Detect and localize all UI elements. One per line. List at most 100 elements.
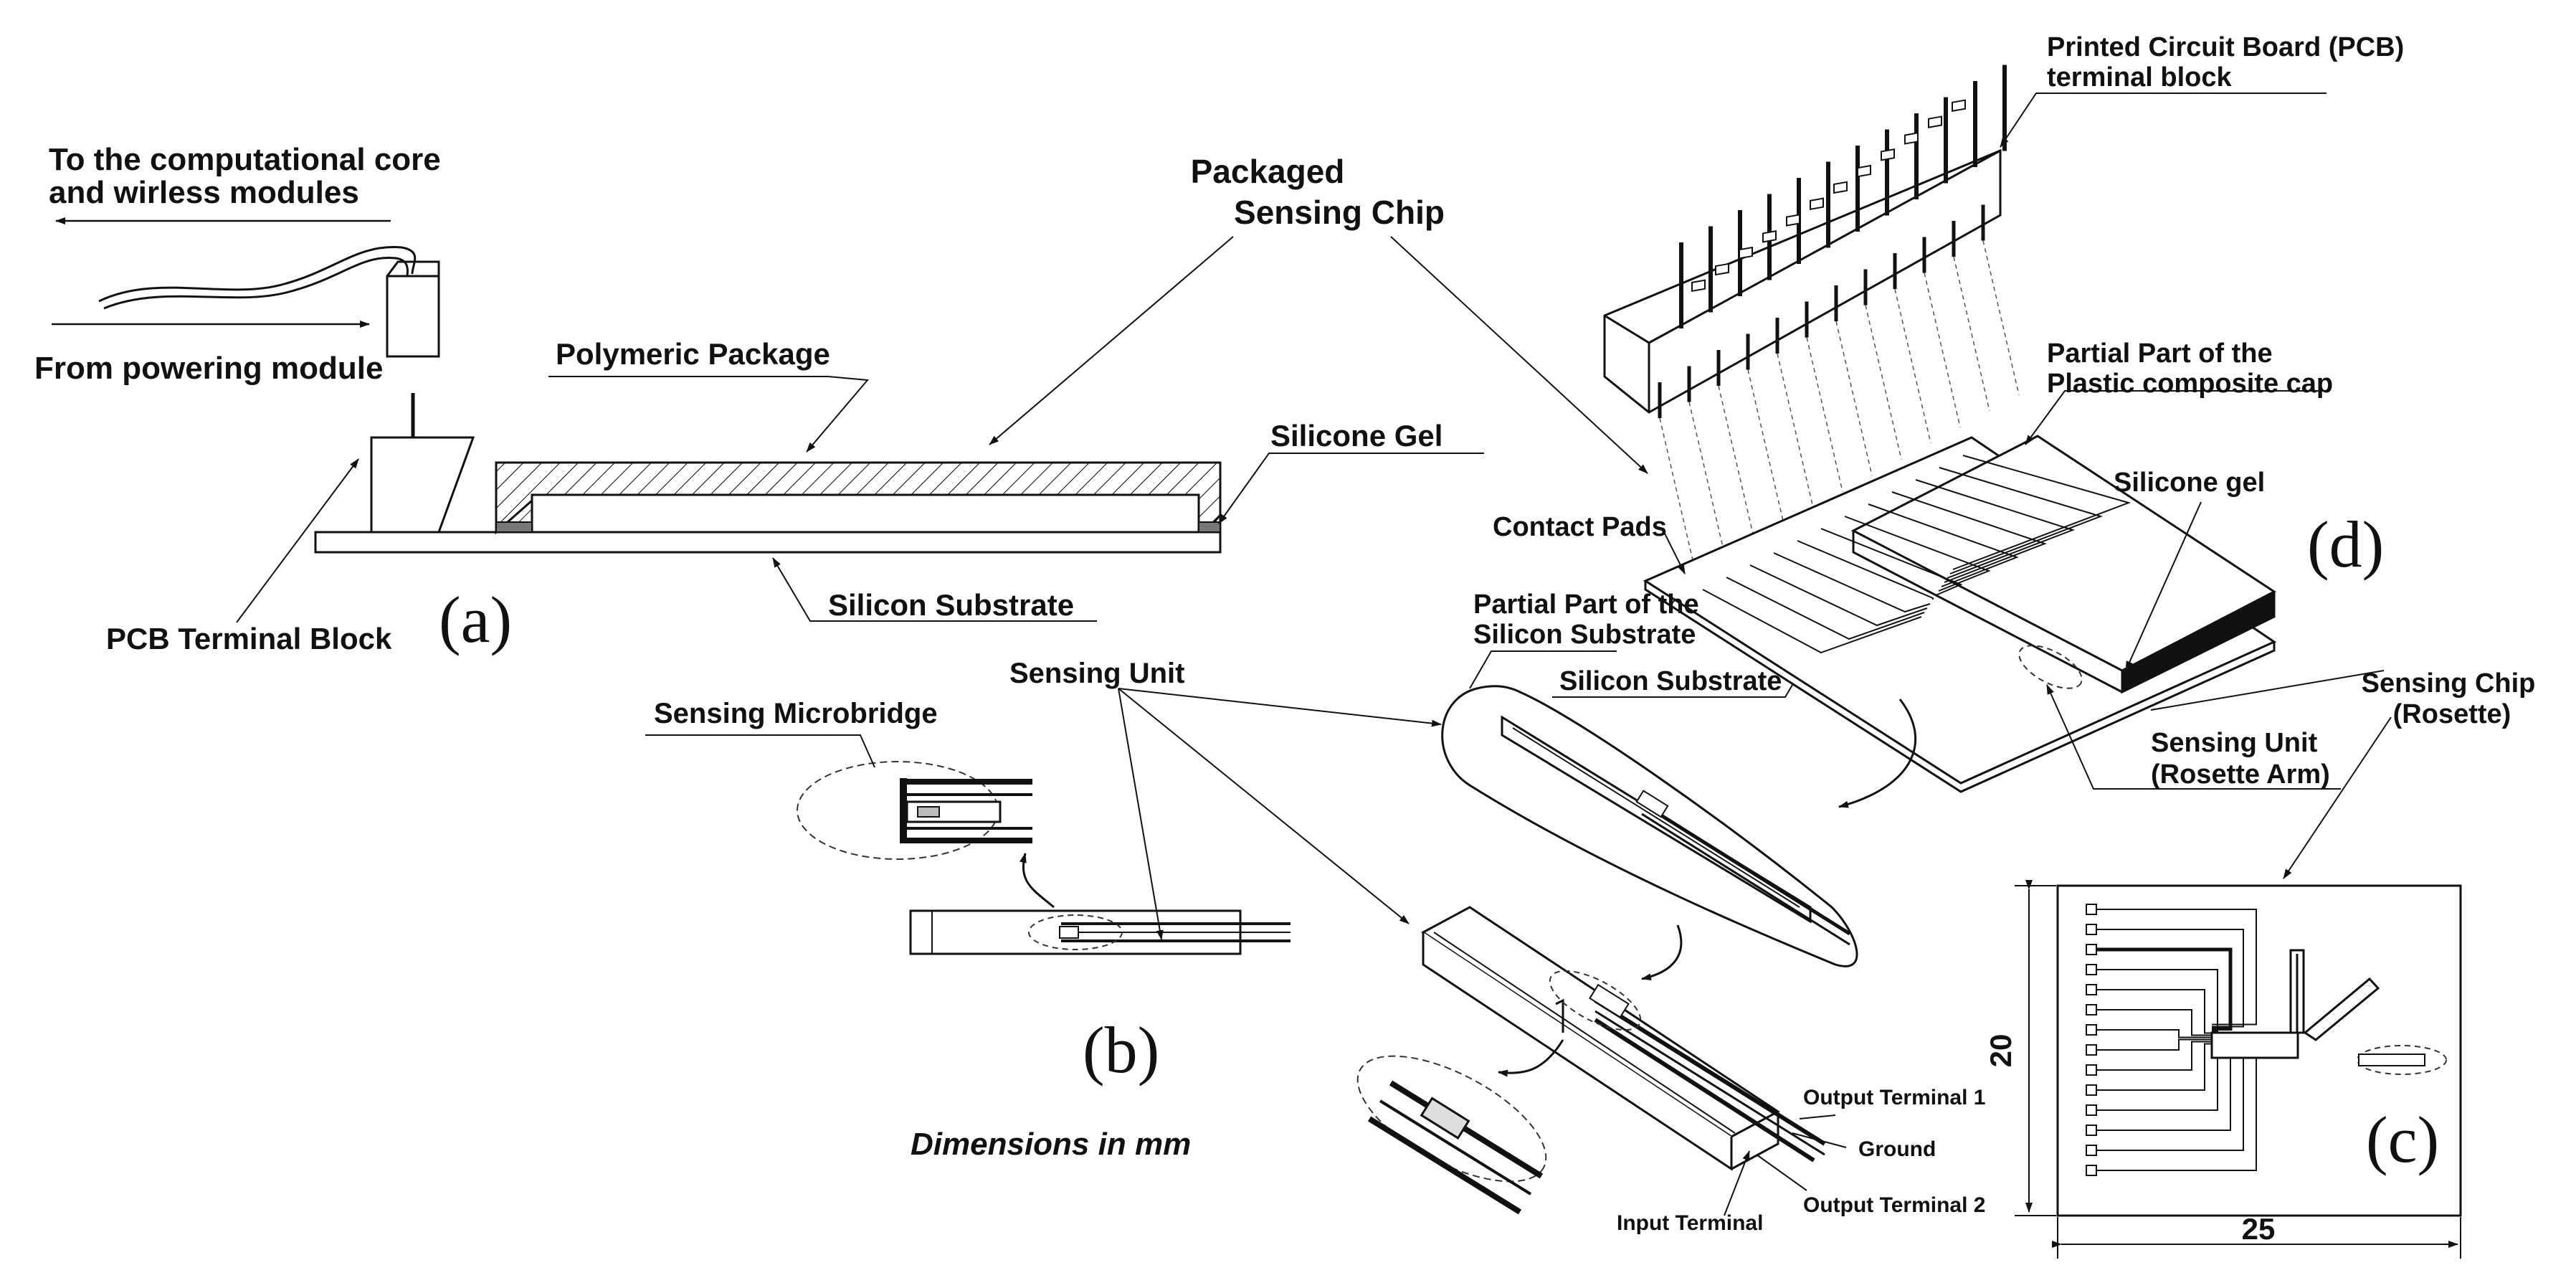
rosette-pad bbox=[2086, 984, 2097, 995]
contact-trace bbox=[1820, 528, 1963, 596]
label-to-core-2: and wirless modules bbox=[49, 175, 359, 210]
sensing-unit-strip bbox=[909, 909, 1291, 955]
label-output-terminal-2: Output Terminal 2 bbox=[1803, 1193, 1985, 1217]
panel-label-b: (b) bbox=[1083, 1013, 1159, 1086]
label-from-power: From powering module bbox=[34, 351, 383, 386]
rosette-pad bbox=[2086, 1084, 2097, 1096]
contact-trace bbox=[1797, 540, 1934, 600]
label-silicone-gel-a: Silicone Gel bbox=[1270, 419, 1443, 453]
rosette-trace bbox=[2096, 1038, 2212, 1051]
curved-arrow-iso bbox=[1498, 1039, 1564, 1077]
label-sensing-unit-rosette-2: (Rosette Arm) bbox=[2151, 759, 2330, 790]
contact-pad bbox=[1952, 99, 1966, 113]
label-silicon-substrate-d: Silicon Substrate bbox=[1559, 666, 1782, 696]
dimension-height: 20 bbox=[1984, 1034, 2017, 1068]
curved-arrow-d bbox=[1838, 699, 1917, 808]
panel-c: Sensing Chip (Rosette) 20 25 (c) bbox=[1984, 668, 2535, 1259]
label-contact-pads: Contact Pads bbox=[1493, 512, 1667, 542]
rosette-trace bbox=[2096, 929, 2244, 1028]
rosette-pad bbox=[2086, 1165, 2097, 1176]
pcb-terminal-block-a bbox=[370, 393, 475, 534]
rosette-pad bbox=[2086, 944, 2097, 955]
panel-label-c: (c) bbox=[2366, 1103, 2439, 1176]
panel-b: Sensing Unit Sensing Microbridge (b) Dim… bbox=[645, 658, 1442, 1162]
silicon-substrate-a bbox=[314, 531, 1222, 554]
pin-guide-line bbox=[1747, 369, 1784, 524]
label-to-core: To the computational core bbox=[49, 142, 441, 177]
label-polymeric-package: Polymeric Package bbox=[556, 337, 830, 371]
panel-a: To the computational core and wirless mo… bbox=[34, 142, 1648, 656]
label-sensing-chip: Sensing Chip bbox=[2362, 668, 2536, 699]
label-output-terminal-1: Output Terminal 1 bbox=[1803, 1086, 1985, 1109]
label-pcb-top-2: terminal block bbox=[2047, 62, 2232, 93]
silicone-gel-a bbox=[495, 521, 533, 533]
contact-pad bbox=[1691, 279, 1706, 293]
contact-pad bbox=[1762, 230, 1777, 243]
contact-trace bbox=[1952, 455, 2131, 570]
partial-substrate-blob bbox=[1441, 685, 1858, 967]
label-silicon-substrate-a: Silicon Substrate bbox=[828, 588, 1074, 622]
rosette-pad bbox=[2086, 924, 2097, 935]
rosette-trace bbox=[2096, 1041, 2212, 1071]
label-ground: Ground bbox=[1858, 1137, 1936, 1161]
rosette-trace bbox=[2096, 1009, 2212, 1036]
contact-pad bbox=[1786, 214, 1800, 227]
label-sensing-microbridge: Sensing Microbridge bbox=[654, 698, 938, 729]
label-cap-2: Plastic composite cap bbox=[2047, 369, 2333, 399]
center-details: Partial Part of the Silicon Substrate Ou… bbox=[1356, 590, 1985, 1235]
label-sensing-unit-rosette: Sensing Unit bbox=[2151, 728, 2318, 758]
pin-guide-line bbox=[1982, 240, 2020, 395]
label-silicone-gel-d: Silicone gel bbox=[2114, 468, 2265, 498]
dimension-width: 25 bbox=[2242, 1212, 2276, 1246]
rosette-trace bbox=[2096, 1029, 2212, 1038]
wire-bundle bbox=[98, 246, 417, 303]
pin-guide-line bbox=[1953, 256, 1990, 412]
contact-trace bbox=[1939, 467, 2104, 574]
contact-trace bbox=[1915, 479, 2076, 579]
rosette-pad bbox=[2086, 1104, 2097, 1116]
label-partial-substrate-2: Silicon Substrate bbox=[1473, 620, 1696, 650]
zoom-arrow-b bbox=[1020, 853, 1055, 909]
rosette-trace bbox=[2096, 969, 2218, 1032]
sensing-unit-highlight-d bbox=[2018, 645, 2083, 689]
label-pcb-terminal-block: PCB Terminal Block bbox=[106, 622, 392, 655]
rosette-pad bbox=[2086, 1064, 2097, 1076]
label-sensing-unit: Sensing Unit bbox=[1009, 658, 1184, 689]
contact-trace bbox=[1749, 564, 1928, 627]
rosette-arm-highlight bbox=[2357, 1045, 2447, 1075]
contact-trace bbox=[1891, 491, 2047, 583]
label-pcb-top: Printed Circuit Board (PCB) bbox=[2047, 32, 2404, 62]
label-cap: Partial Part of the bbox=[2047, 338, 2273, 369]
pin-guide-line bbox=[1894, 288, 1931, 444]
contact-trace bbox=[1726, 577, 1925, 640]
contact-pad bbox=[1857, 164, 1871, 178]
contact-trace bbox=[1702, 589, 1922, 654]
pin-guide-line bbox=[1659, 417, 1696, 573]
rosette-trace bbox=[2096, 989, 2212, 1034]
panel-label-a: (a) bbox=[439, 583, 512, 656]
connector-plug bbox=[386, 260, 440, 358]
contact-trace bbox=[1868, 503, 2019, 587]
iso-sensing-beam bbox=[1421, 906, 1826, 1171]
rosette-trace bbox=[2096, 947, 2233, 1031]
pin-guide-line bbox=[1835, 321, 1873, 476]
rosette-pad bbox=[2086, 1024, 2097, 1036]
rosette-trace bbox=[2096, 1043, 2212, 1091]
panel-d: Printed Circuit Board (PCB) terminal blo… bbox=[1493, 32, 2404, 808]
contact-pads bbox=[1691, 99, 1966, 293]
pin-guide-line bbox=[1777, 353, 1814, 508]
microbridge-zoom bbox=[797, 761, 1032, 860]
panel-label-d: (d) bbox=[2307, 508, 2384, 581]
pin-guide-line bbox=[1924, 273, 1961, 427]
pcb-header bbox=[1603, 65, 2020, 573]
label-packaged-2: Sensing Chip bbox=[1234, 194, 1445, 231]
rosette-pad bbox=[2086, 1004, 2097, 1015]
pin-guide-line bbox=[1806, 337, 1843, 492]
contact-pad bbox=[1881, 148, 1895, 161]
rosette-pad bbox=[2086, 1145, 2097, 1156]
contact-pad bbox=[1833, 181, 1848, 194]
label-input-terminal: Input Terminal bbox=[1617, 1211, 1763, 1235]
rosette-pad bbox=[2086, 1125, 2097, 1136]
pin-guide-line bbox=[1718, 385, 1755, 541]
contact-trace bbox=[1844, 516, 1991, 592]
